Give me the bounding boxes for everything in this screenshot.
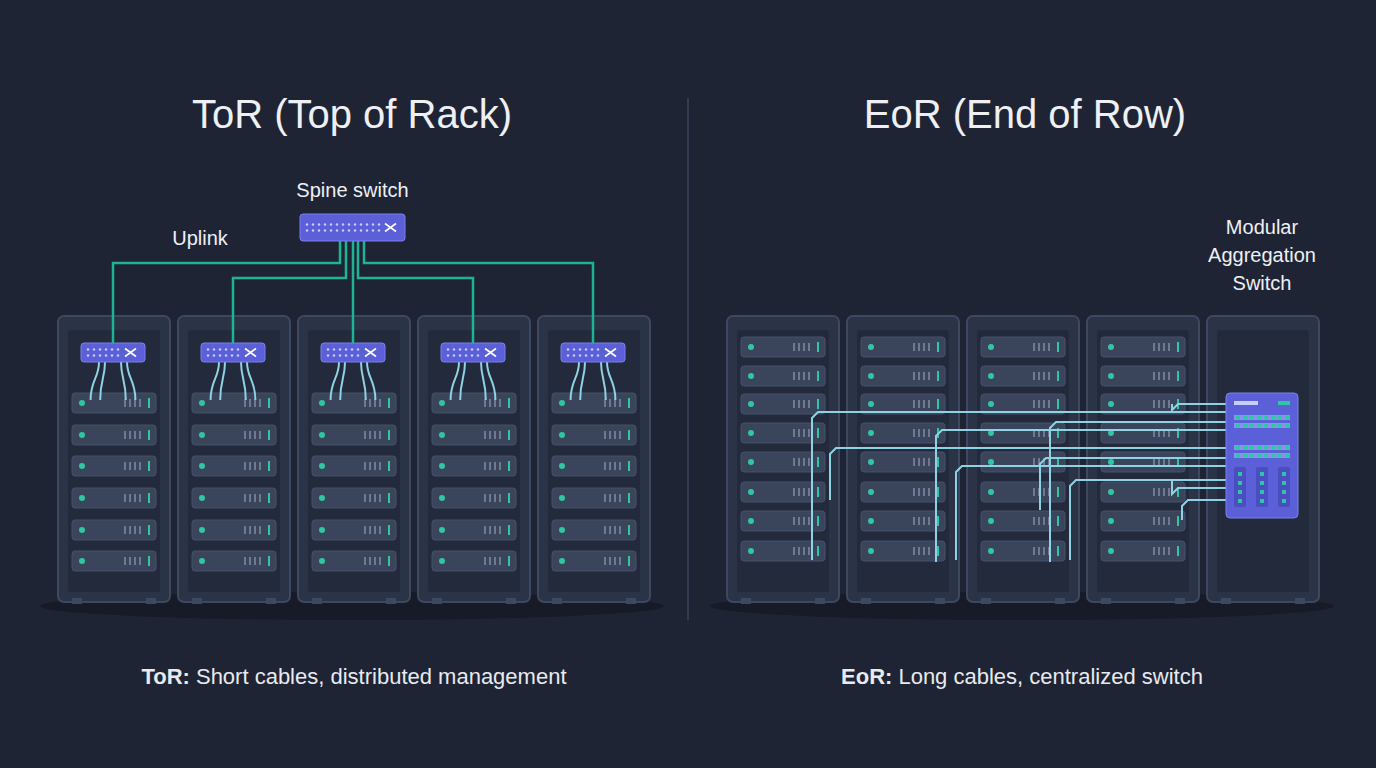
server-rack xyxy=(727,316,839,604)
server-rack xyxy=(847,316,959,604)
spine-switch: Spine switch xyxy=(300,214,405,241)
long-cable xyxy=(812,404,1226,562)
modular-switch: Modular Aggregation Switch xyxy=(1226,393,1298,518)
node-label: Spine switch xyxy=(253,176,453,204)
server-rack xyxy=(1087,316,1199,604)
uplink-cable xyxy=(113,240,593,343)
server-rack xyxy=(1207,316,1319,604)
caption-text: Short cables, distributed management xyxy=(196,664,567,689)
caption: ToR: Short cables, distributed management xyxy=(141,664,566,690)
server-rack xyxy=(418,316,530,604)
tor-switch xyxy=(321,343,385,400)
switch-icon xyxy=(300,214,405,241)
node-label: Modular Aggregation Switch xyxy=(1187,213,1337,297)
tor-switch xyxy=(81,343,145,400)
caption: EoR:Long cables, centralized switch xyxy=(841,664,1203,690)
divider-line xyxy=(687,98,689,620)
uplink-label: Uplink xyxy=(172,227,228,250)
caption-text: Long cables, centralized switch xyxy=(898,664,1203,689)
server-rack xyxy=(538,316,650,604)
server-rack xyxy=(298,316,410,604)
caption-key: ToR: xyxy=(141,664,189,689)
tor-switch xyxy=(441,343,505,400)
server-rack xyxy=(58,316,170,604)
tor-switch xyxy=(201,343,265,400)
server-rack xyxy=(178,316,290,604)
switch-icon xyxy=(1226,393,1298,518)
server-rack xyxy=(967,316,1079,604)
tor-switch xyxy=(561,343,625,400)
section-title: EoR (End of Row) xyxy=(864,92,1186,137)
caption-key: EoR: xyxy=(841,664,892,689)
section-title: ToR (Top of Rack) xyxy=(192,92,512,137)
